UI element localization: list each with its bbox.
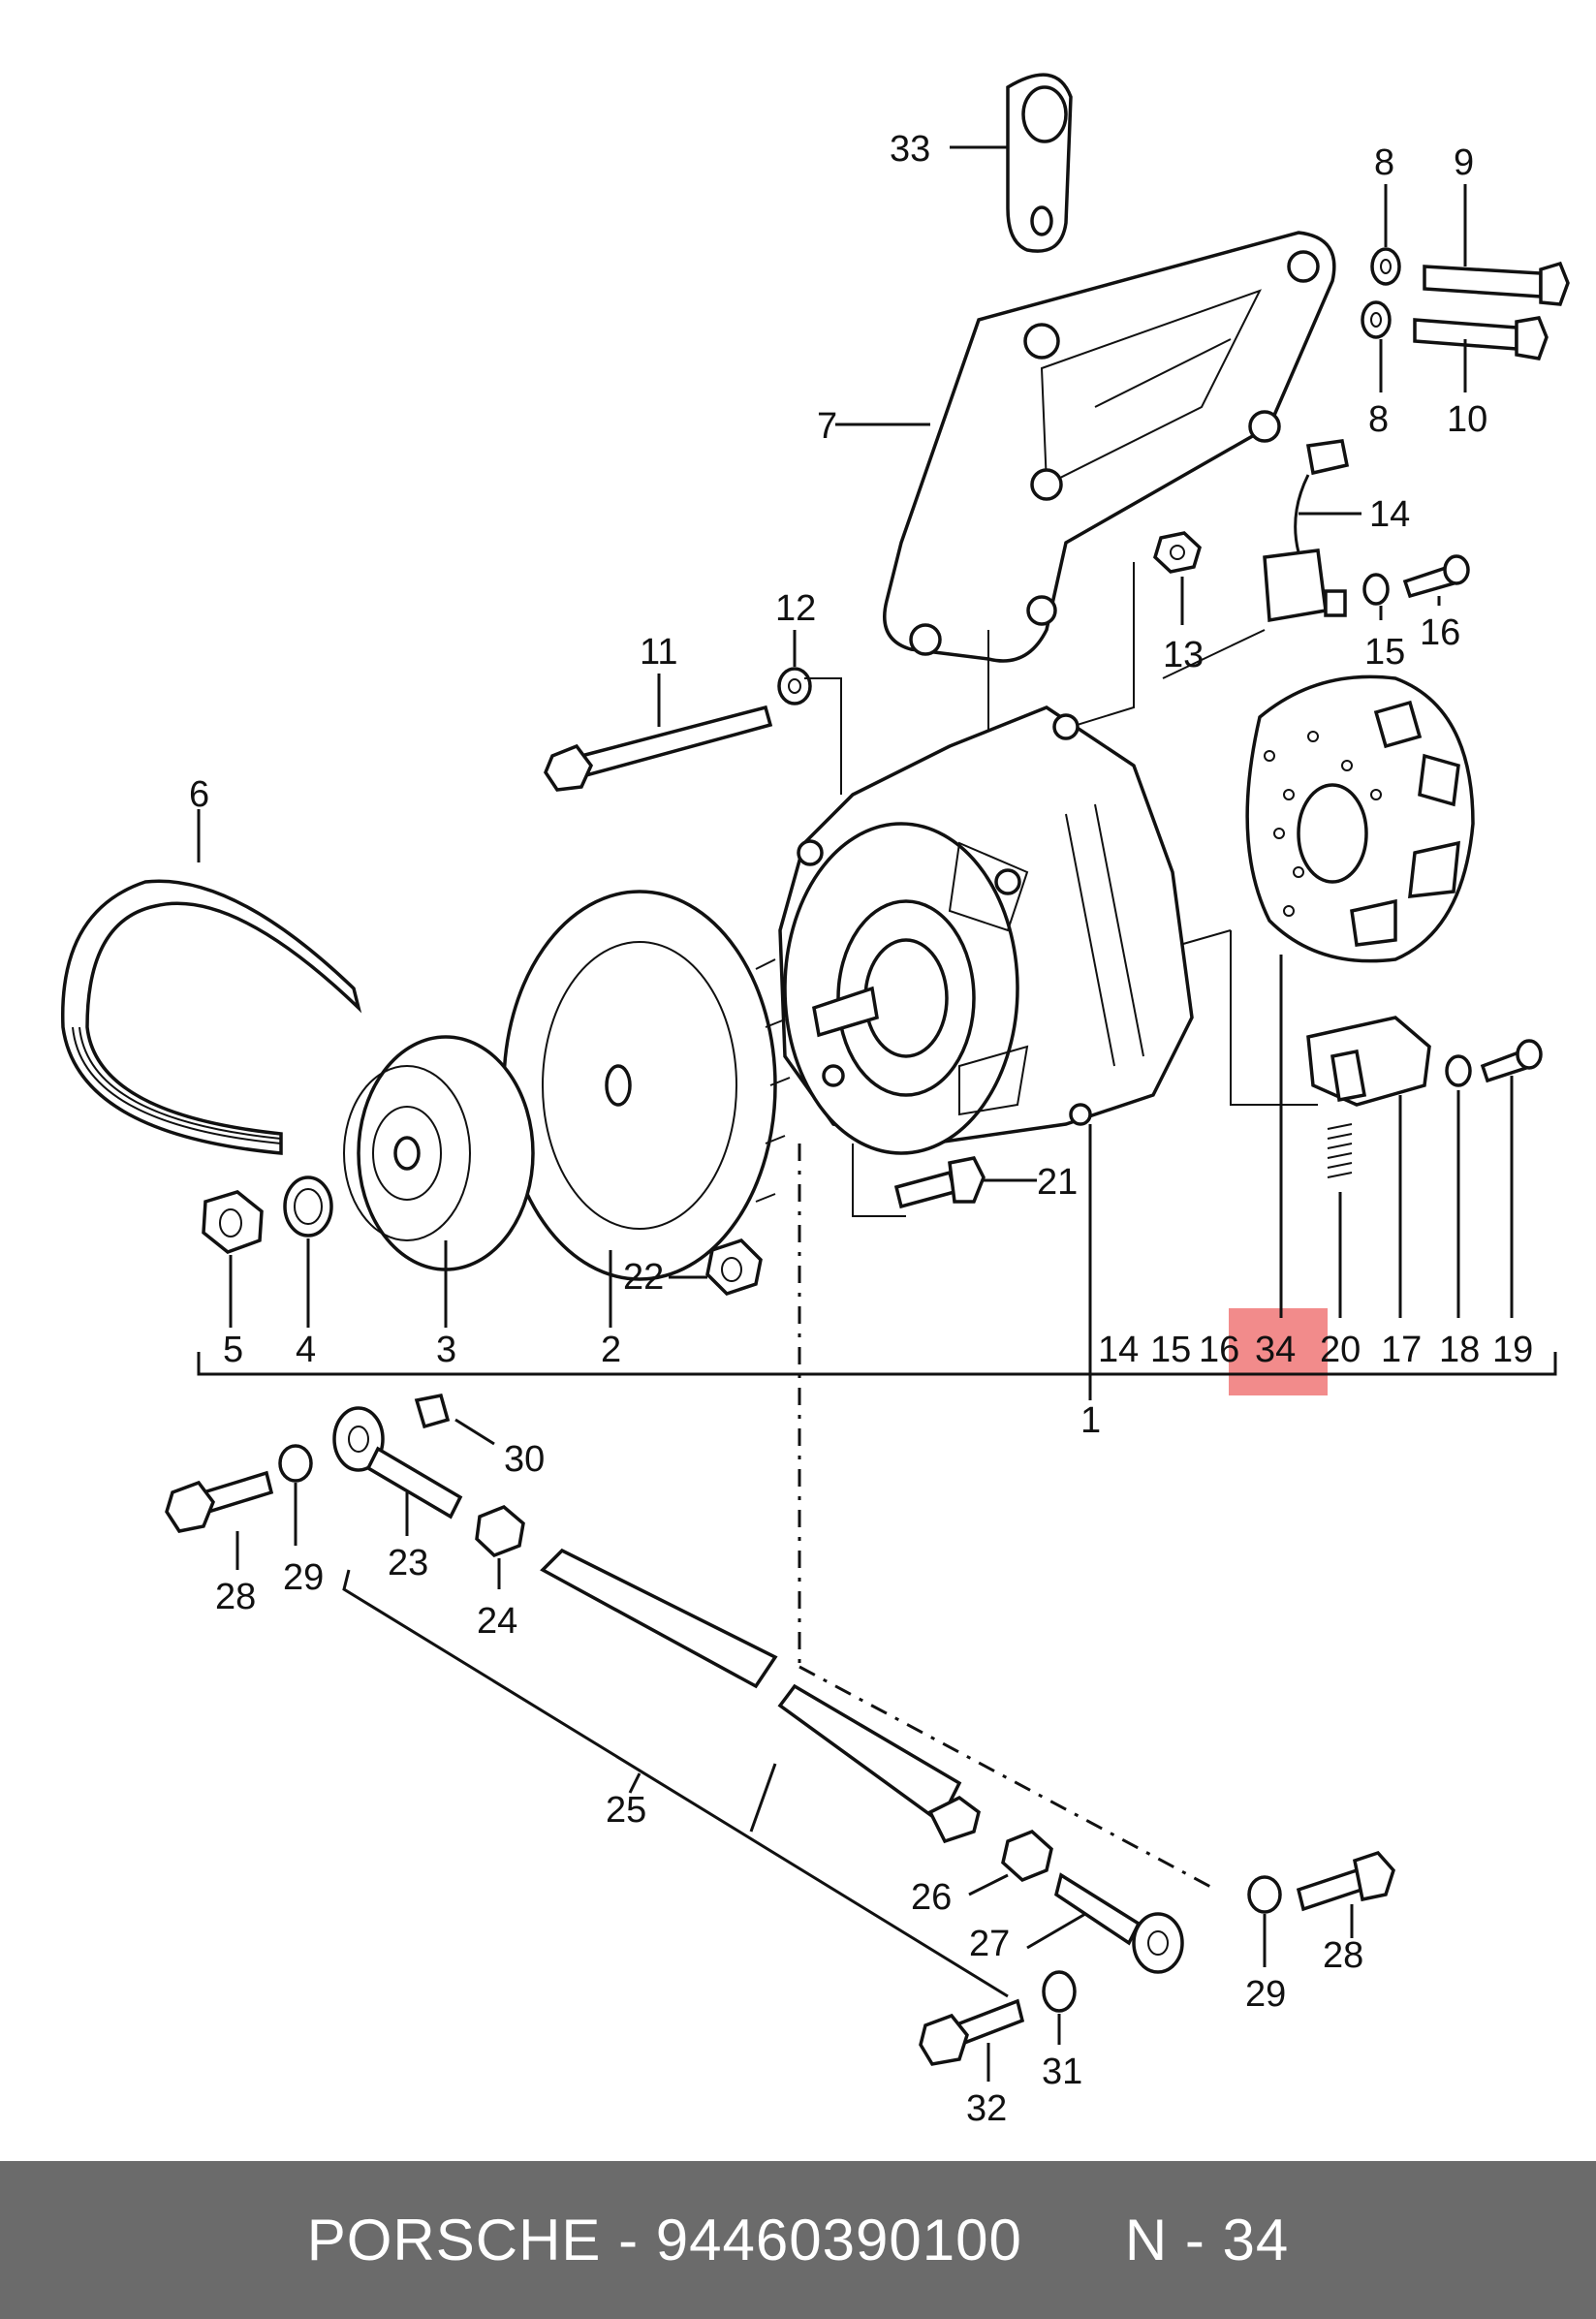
label-9: 9 [1454, 142, 1474, 183]
label-2: 2 [601, 1330, 621, 1370]
part-15-washer [1362, 573, 1390, 606]
assembly-1-bracket [197, 1352, 1557, 1376]
part-9-bolt [1423, 261, 1570, 306]
label-3: 3 [436, 1330, 456, 1370]
part-34-rectifier-plate [1245, 674, 1475, 963]
label-28-right: 28 [1323, 1935, 1363, 1976]
part-1-alternator [778, 705, 1194, 1155]
part-19-screw [1480, 1039, 1543, 1083]
label-24: 24 [477, 1601, 517, 1642]
label-27: 27 [969, 1924, 1010, 1964]
part-6-v-belt [61, 879, 362, 1155]
part-20-spring [1327, 1123, 1353, 1178]
part-2-fan [502, 890, 791, 1281]
part-10-bolt [1413, 316, 1549, 360]
label-28-left: 28 [215, 1577, 256, 1617]
label-16-top: 16 [1420, 612, 1460, 653]
label-15-row: 15 [1150, 1330, 1191, 1370]
part-4-lock-washer [283, 1175, 333, 1238]
label-14-top: 14 [1369, 494, 1410, 535]
part-33-bracket [1006, 73, 1073, 253]
highlight-box-34 [1229, 1308, 1328, 1395]
label-32: 32 [966, 2088, 1007, 2129]
label-31: 31 [1042, 2052, 1082, 2092]
label-15-top: 15 [1364, 632, 1405, 673]
label-33: 33 [890, 129, 930, 170]
part-32-bolt [919, 1998, 1025, 2066]
label-10: 10 [1447, 399, 1487, 440]
part-8-washers [1361, 247, 1401, 339]
label-13: 13 [1163, 635, 1204, 675]
part-31-washer [1042, 1970, 1077, 2013]
label-34: 34 [1255, 1330, 1296, 1370]
label-21: 21 [1037, 1162, 1078, 1203]
part-30-plug [414, 1393, 451, 1429]
part-29-washer-right [1247, 1875, 1282, 1914]
label-22: 22 [623, 1257, 664, 1298]
footer-brand: PORSCHE [306, 2208, 602, 2272]
part-12-washer [777, 667, 812, 705]
label-16-row: 16 [1199, 1330, 1239, 1370]
parts-diagram: 33 8 9 8 10 7 14 15 16 13 12 11 6 21 22 … [61, 73, 1570, 2129]
part-7-mount-bracket [883, 231, 1336, 663]
part-14-brush-lead [1263, 439, 1350, 623]
label-4: 4 [296, 1330, 316, 1370]
label-12: 12 [775, 588, 816, 629]
part-28-bolt-right [1296, 1850, 1395, 1912]
part-18-washer [1445, 1054, 1472, 1087]
label-19: 19 [1492, 1330, 1533, 1370]
part-11-long-bolt [544, 705, 773, 792]
part-24-nut [475, 1504, 525, 1558]
part-28-bolt-left [165, 1470, 274, 1533]
label-18: 18 [1439, 1330, 1480, 1370]
label-25: 25 [606, 1790, 646, 1831]
footer-reference: N - 34 [1124, 2208, 1290, 2272]
label-20: 20 [1320, 1330, 1361, 1370]
footer-separator: - [618, 2208, 640, 2272]
label-11: 11 [640, 632, 677, 673]
part-13-nut [1153, 531, 1202, 574]
part-27-eye-bolt [1054, 1872, 1184, 1974]
label-8-bottom: 8 [1368, 399, 1389, 440]
part-17-regulator [1306, 1016, 1431, 1107]
label-26: 26 [911, 1877, 952, 1918]
part-22-nut [705, 1238, 763, 1297]
part-23-eye-bolt [332, 1406, 463, 1520]
label-23: 23 [388, 1543, 428, 1583]
label-7: 7 [817, 406, 837, 447]
part-5-nut [202, 1190, 264, 1254]
label-6: 6 [189, 774, 209, 815]
footer-bar: PORSCHE - 94460390100 N - 34 [0, 2161, 1596, 2319]
label-8-top: 8 [1374, 142, 1394, 183]
label-30: 30 [504, 1439, 545, 1480]
label-1: 1 [1080, 1400, 1101, 1441]
part-25-tube [540, 1548, 981, 1844]
footer-part-number: 94460390100 [655, 2208, 1022, 2272]
part-3-pulley [343, 1035, 535, 1271]
label-14-row: 14 [1098, 1330, 1139, 1370]
label-29-right: 29 [1245, 1974, 1286, 2015]
part-29-washer-left [278, 1444, 313, 1483]
part-21-bolt [893, 1156, 986, 1209]
label-17: 17 [1381, 1330, 1422, 1370]
part-16-screw [1402, 554, 1470, 599]
label-29-left: 29 [283, 1557, 324, 1598]
part-26-nut [1001, 1829, 1053, 1883]
label-5: 5 [223, 1330, 243, 1370]
